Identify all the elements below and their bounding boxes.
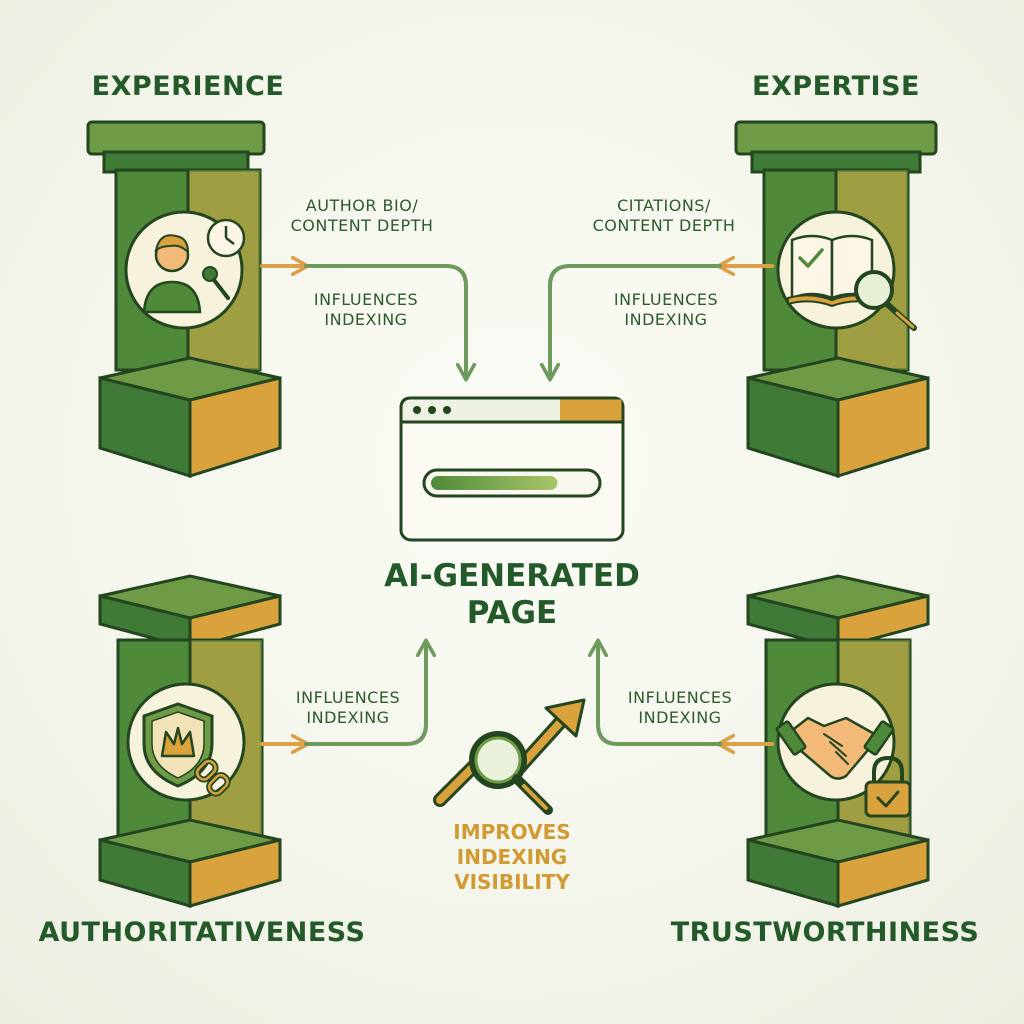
- pillar-expertise: [734, 120, 938, 479]
- signal-line: CONTENT DEPTH: [592, 216, 736, 235]
- signal-line: CONTENT DEPTH: [290, 216, 434, 235]
- influences-line: INDEXING: [306, 708, 390, 727]
- influences-line: INFLUENCES: [313, 290, 419, 309]
- center-title-line: PAGE: [466, 595, 558, 632]
- pillar-title-authoritativeness: AUTHORITATIVENESS: [38, 917, 366, 948]
- influences-line: INFLUENCES: [613, 290, 719, 309]
- influences-indexing-label: INFLUENCES INDEXING: [268, 688, 428, 728]
- influences-indexing-label: INFLUENCES INDEXING: [586, 290, 746, 330]
- influences-line: INDEXING: [624, 310, 708, 329]
- window-dot: [428, 406, 436, 414]
- shield-crown-chain-icon: [142, 702, 231, 797]
- experience-signal-label: AUTHOR BIO/ CONTENT DEPTH: [262, 196, 462, 236]
- arrow-experience-to-page: [260, 266, 466, 378]
- handshake-padlock-icon: [775, 716, 912, 818]
- signal-line: CITATIONS/: [617, 196, 711, 215]
- arrow-trustworthiness-to-page: [598, 642, 774, 744]
- result-label: IMPROVES INDEXING VISIBILITY: [412, 820, 612, 895]
- influences-indexing-label: INFLUENCES INDEXING: [600, 688, 760, 728]
- center-page-title: AI-GENERATED PAGE: [362, 558, 662, 632]
- window-dot: [443, 406, 451, 414]
- author-clock-microphone-icon: [142, 218, 246, 314]
- center-title-line: AI-GENERATED: [384, 558, 640, 594]
- pillar-authoritativeness: [98, 574, 282, 908]
- influences-line: INFLUENCES: [627, 688, 733, 707]
- search-growth-arrow-icon: [433, 698, 586, 815]
- result-line: IMPROVES: [453, 820, 571, 844]
- result-line: VISIBILITY: [454, 870, 570, 894]
- influences-line: INDEXING: [324, 310, 408, 329]
- influences-indexing-label: INFLUENCES INDEXING: [286, 290, 446, 330]
- progress-fill: [431, 476, 558, 490]
- arrow-expertise-to-page: [550, 266, 774, 378]
- open-book-magnifier-icon: [787, 234, 917, 331]
- arrow-authoritativeness-to-page: [260, 642, 426, 744]
- result-line: INDEXING: [456, 845, 568, 869]
- pillar-experience: [86, 120, 282, 479]
- expertise-signal-label: CITATIONS/ CONTENT DEPTH: [566, 196, 762, 236]
- browser-window-icon: [399, 396, 625, 542]
- window-dot: [413, 406, 421, 414]
- pillar-title-trustworthiness: TRUSTWORTHINESS: [670, 917, 980, 948]
- influences-line: INDEXING: [638, 708, 722, 727]
- signal-line: AUTHOR BIO/: [305, 196, 419, 215]
- influences-line: INFLUENCES: [295, 688, 401, 707]
- pillar-title-experience: EXPERIENCE: [91, 71, 285, 102]
- pillar-title-expertise: EXPERTISE: [752, 71, 920, 102]
- pillar-trustworthiness: [746, 574, 930, 908]
